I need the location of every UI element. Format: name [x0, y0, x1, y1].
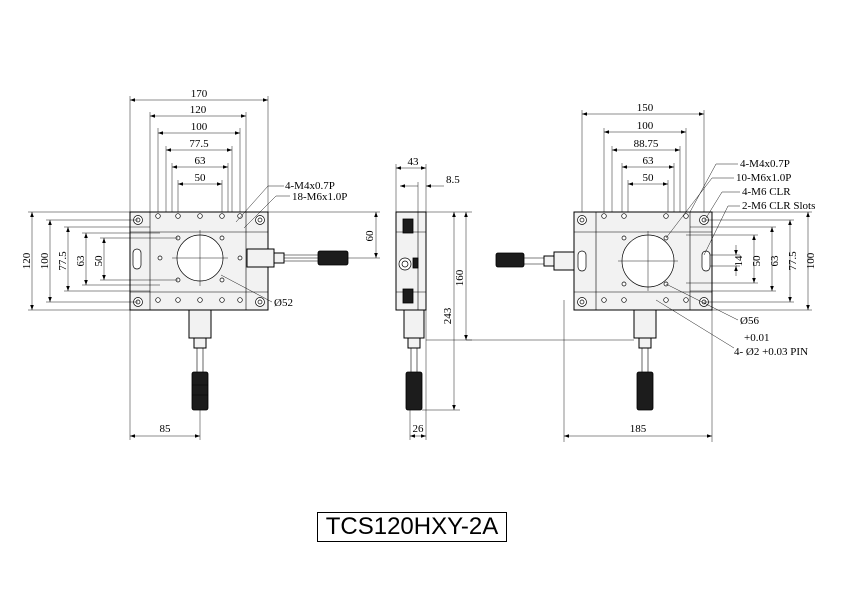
back-pin-note: 4- Ø2 +0.03 PIN [734, 346, 808, 358]
front-dim-top-3: 77.5 [189, 138, 209, 150]
front-dim-top-0: 170 [191, 88, 208, 100]
back-slot-right [701, 250, 711, 272]
front-bottom-knob [191, 371, 209, 411]
front-slot [132, 248, 142, 270]
back-dim-top-0: 150 [637, 102, 654, 114]
side-dim-top-0: 43 [408, 156, 420, 168]
side-dim-right-1: 243 [442, 307, 454, 324]
back-dim-top-2: 88.75 [634, 138, 659, 150]
back-dim-bottom: 185 [630, 423, 647, 435]
front-dim-top-5: 50 [195, 172, 207, 184]
back-pin-tolerance: +0.01 [744, 332, 769, 344]
front-dim-left-2: 77.5 [57, 251, 69, 271]
back-dim-right-4: 100 [805, 252, 817, 269]
front-dim-left-3: 63 [75, 255, 87, 267]
back-callout-m6: 10-M6x1.0P [736, 172, 791, 184]
front-dim-left-0: 120 [21, 252, 33, 269]
front-dim-right: 60 [364, 230, 376, 242]
front-view: 170 120 100 77.5 63 50 120 100 77.5 63 5… [21, 88, 380, 440]
front-tapped-holes [155, 213, 243, 303]
back-view: 150 100 88.75 63 50 14 50 63 77.5 100 [466, 102, 817, 442]
back-callout-slots: 2-M6 CLR Slots [742, 200, 815, 212]
front-dim-bottom: 85 [160, 423, 172, 435]
back-dim-right-2: 63 [769, 255, 781, 267]
back-dim-right-1: 50 [751, 255, 763, 267]
front-dim-left-1: 100 [39, 252, 51, 269]
front-right-knob [317, 250, 349, 266]
front-dim-top-4: 63 [195, 155, 207, 167]
side-bottom-knob [405, 371, 423, 411]
back-dim-right-3: 77.5 [787, 251, 799, 271]
back-dim-top-3: 63 [643, 155, 655, 167]
side-dim-top-1: 8.5 [446, 174, 460, 186]
back-dim-top-1: 100 [637, 120, 654, 132]
front-dim-top-2: 100 [191, 121, 208, 133]
back-dim-right-0: 14 [733, 255, 745, 267]
back-callout-clr: 4-M6 CLR [742, 186, 791, 198]
front-dim-top-1: 120 [190, 104, 207, 116]
back-dim-top-4: 50 [643, 172, 655, 184]
back-left-knob [495, 252, 525, 268]
model-title: TCS120HXY-2A [325, 513, 499, 540]
back-callout-m4: 4-M4x0.7P [740, 158, 790, 170]
side-dim-right-0: 160 [454, 269, 466, 286]
front-diameter: Ø52 [274, 297, 293, 309]
front-callout-m6: 18-M6x1.0P [292, 191, 347, 203]
back-slot-left [577, 250, 587, 272]
front-dim-left-4: 50 [93, 255, 105, 267]
side-dim-bottom: 26 [413, 423, 425, 435]
side-view: 43 8.5 160 243 26 [395, 156, 472, 440]
back-diameter: Ø56 [740, 315, 759, 327]
title-box: TCS120HXY-2A [317, 512, 507, 542]
back-bottom-knob [636, 371, 654, 411]
front-callout-m4: 4-M4x0.7P [285, 180, 335, 192]
